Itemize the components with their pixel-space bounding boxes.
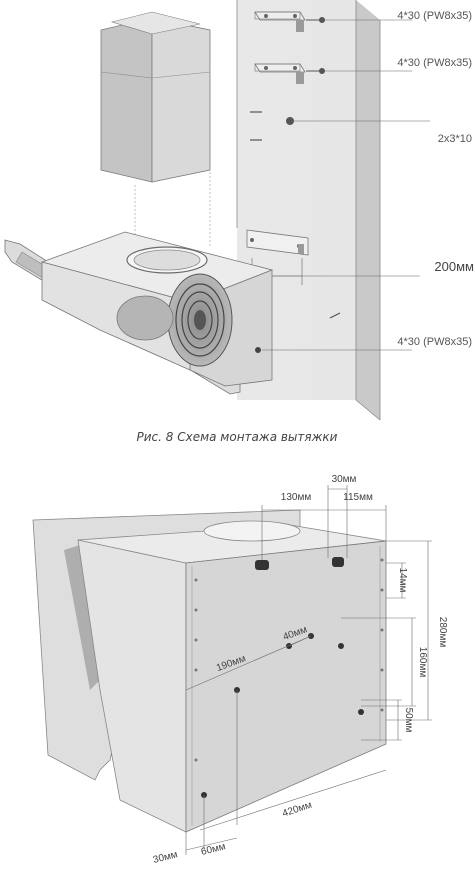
screw-label-3: 2x3*10 bbox=[438, 133, 472, 145]
screw-group-1 bbox=[306, 17, 412, 23]
spacing-label: 200мм bbox=[434, 259, 474, 274]
screw-label-2: 4*30 (PW8x35) bbox=[397, 57, 472, 69]
dim-14: 14мм bbox=[397, 568, 408, 593]
hood-body bbox=[4, 231, 412, 395]
chimney-duct bbox=[100, 11, 211, 183]
screw-small bbox=[250, 111, 430, 141]
screw-group-2 bbox=[306, 68, 412, 74]
mount-hole bbox=[358, 709, 364, 715]
dimensions-diagram: 30мм 130мм 115мм 14мм 280мм 40мм 160мм 1… bbox=[32, 474, 448, 866]
mount-hole bbox=[338, 643, 344, 649]
mount-slot-right bbox=[332, 557, 344, 567]
top-installation-diagram: 4*30 (PW8x35) 4*30 (PW8x35) 2x3*10 200мм… bbox=[4, 0, 474, 444]
figure-caption: Рис. 8 Схема монтажа вытяжки bbox=[137, 430, 338, 444]
middle-bracket bbox=[254, 63, 306, 84]
dim-30-top: 30мм bbox=[332, 474, 357, 485]
screw-label-4: 4*30 (PW8x35) bbox=[397, 336, 472, 348]
mount-slot-left bbox=[255, 560, 269, 570]
dim-30-bottom: 30мм bbox=[152, 849, 179, 866]
dim-160: 160мм bbox=[417, 647, 428, 678]
screw-label-1: 4*30 (PW8x35) bbox=[397, 10, 472, 22]
dim-50: 50мм bbox=[403, 708, 414, 733]
dim-280: 280мм bbox=[437, 617, 448, 648]
lower-bracket bbox=[246, 229, 309, 256]
upper-bracket bbox=[254, 11, 306, 32]
dim-115: 115мм bbox=[343, 492, 373, 503]
dim-130: 130мм bbox=[281, 492, 312, 503]
dim-420: 420мм bbox=[281, 800, 313, 820]
